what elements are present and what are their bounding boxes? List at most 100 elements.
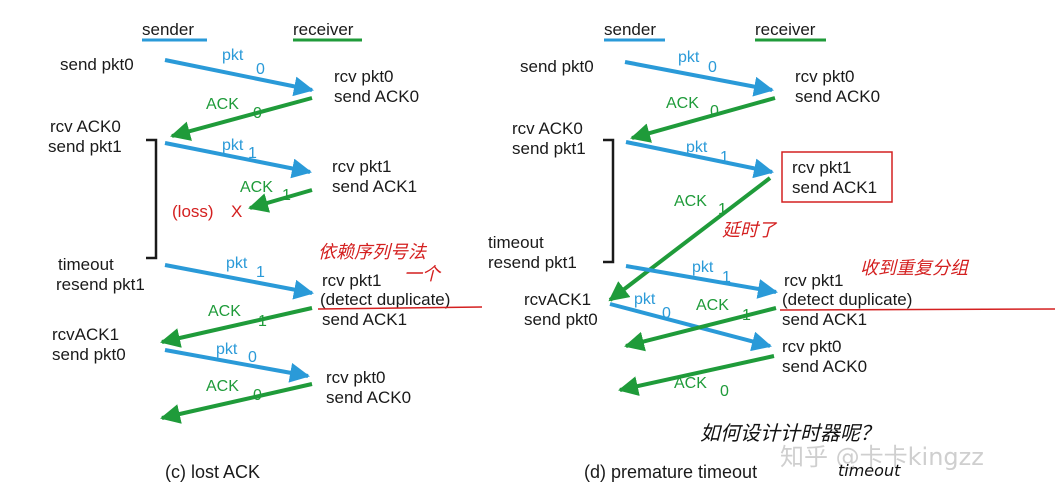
pkt0-second-label-right: pkt — [634, 291, 656, 308]
rcv-ack0-label: rcv ACK0 — [50, 117, 121, 136]
send-ack1-label: send ACK1 — [332, 177, 417, 196]
resend-pkt1-sub: 1 — [256, 264, 265, 281]
resend-pkt1-arrow — [164, 263, 314, 300]
pkt1-sub-right: 1 — [720, 149, 729, 166]
send-ack0-label-right: send ACK0 — [795, 87, 880, 106]
ack1-label: ACK — [240, 179, 273, 196]
pkt0-second-sub: 0 — [248, 349, 257, 366]
loss-label: (loss) — [172, 202, 214, 221]
rcv-pkt0-label: rcv pkt0 — [334, 67, 394, 86]
timer-bracket-right — [603, 138, 615, 264]
pkt0-sub-right: 0 — [708, 59, 717, 76]
ack1-lost-arrow — [248, 188, 313, 213]
duplicate-underline — [317, 306, 483, 310]
handwritten-question: 如何设计计时器呢？ — [700, 421, 880, 445]
panel-lost-ack: sender receiver send pkt0 rcv ACK0 send … — [48, 20, 483, 482]
ack0-second-sub: 0 — [253, 387, 262, 404]
rcv-ack1-label-right: rcvACK1 — [524, 290, 591, 309]
send-pkt0-again-label: send pkt0 — [52, 345, 126, 364]
resend-pkt1-label-right: pkt — [692, 259, 714, 276]
ack0-second-label-right: ACK — [674, 375, 707, 392]
ack1-sub: 1 — [282, 187, 291, 204]
pkt1-arrow-right — [625, 140, 774, 179]
ack0-second-label: ACK — [206, 378, 239, 395]
timeout-label: timeout — [58, 255, 114, 274]
ack0-second-sub-right: 0 — [720, 383, 729, 400]
ack0-label-right: ACK — [666, 95, 699, 112]
handwritten-timeout: timeout — [838, 461, 901, 480]
rcv-pkt1-again-label: rcv pkt1 — [322, 271, 382, 290]
send-pkt0-label-right-2: send pkt0 — [524, 310, 598, 329]
highlight-box — [781, 151, 893, 203]
rcv-pkt1-label: rcv pkt1 — [332, 157, 392, 176]
pkt0-second-arrow — [164, 348, 310, 383]
pkt0-arrow-right-2 — [609, 302, 772, 352]
receiver-header-right: receiver — [755, 20, 816, 39]
ack0-sub: 0 — [253, 105, 262, 122]
watermark: 知乎 @卡卡kingzz — [780, 443, 984, 471]
ack0-arrow-right — [630, 96, 776, 143]
send-ack1-again-label: send ACK1 — [322, 310, 407, 329]
pkt0-second-sub-right: 0 — [662, 305, 671, 322]
ack0-arrow — [170, 96, 313, 141]
detect-duplicate-label-right: (detect duplicate) — [782, 290, 912, 309]
resend-pkt1-arrow-right — [625, 264, 778, 299]
send-pkt1-label: send pkt1 — [48, 137, 122, 156]
delayed-ack1-label: ACK — [674, 193, 707, 210]
send-pkt0-label: send pkt0 — [60, 55, 134, 74]
ack1-second-label-right: ACK — [696, 297, 729, 314]
rcv-pkt1-again-label-right: rcv pkt1 — [784, 271, 844, 290]
send-ack0-label: send ACK0 — [334, 87, 419, 106]
timeout-label-right: timeout — [488, 233, 544, 252]
resend-pkt1-sub-right: 1 — [722, 269, 731, 286]
timer-bracket — [146, 138, 158, 260]
receiver-header: receiver — [293, 20, 354, 39]
ack0-second-arrow — [160, 382, 313, 424]
delayed-ack1-sub: 1 — [718, 201, 727, 218]
send-pkt0-label-right: send pkt0 — [520, 57, 594, 76]
rcv-pkt1-label-right: rcv pkt1 — [792, 158, 852, 177]
ack1-arrow — [160, 306, 313, 348]
pkt0-arrow — [164, 58, 314, 97]
ack0-sub-right: 0 — [710, 103, 719, 120]
send-ack0-again-label-right: send ACK0 — [782, 357, 867, 376]
send-ack1-label-right: send ACK1 — [792, 178, 877, 197]
sender-header: sender — [142, 20, 194, 39]
rcv-pkt0-again-label: rcv pkt0 — [326, 368, 386, 387]
send-pkt1-label-right: send pkt1 — [512, 139, 586, 158]
resend-pkt1-label-right: resend pkt1 — [488, 253, 577, 272]
delayed-ack1-arrow — [608, 176, 772, 302]
send-ack0-again-label: send ACK0 — [326, 388, 411, 407]
pkt0-sub: 0 — [256, 61, 265, 78]
caption-lost-ack: (c) lost ACK — [165, 462, 260, 482]
rcv-pkt0-label-right: rcv pkt0 — [795, 67, 855, 86]
duplicate-underline-right — [779, 308, 1056, 311]
ack0-label: ACK — [206, 96, 239, 113]
rcv-pkt0-again-label-right: rcv pkt0 — [782, 337, 842, 356]
resend-pkt1-label: resend pkt1 — [56, 275, 145, 294]
caption-premature-timeout: (d) premature timeout — [584, 462, 757, 482]
detect-duplicate-label: (detect duplicate) — [320, 290, 450, 309]
pkt1-label-right: pkt — [686, 139, 708, 156]
ack1-second-sub: 1 — [258, 313, 267, 330]
resend-pkt1-label: pkt — [226, 255, 248, 272]
send-ack1-again-label-right: send ACK1 — [782, 310, 867, 329]
ack1-second-sub-right: 1 — [742, 307, 751, 324]
loss-x-mark: X — [231, 202, 242, 221]
ack1-arrow-right — [624, 306, 777, 352]
handwritten-note-seq: 依赖序列号法 — [318, 242, 428, 263]
handwritten-delay-note: 延时了 — [722, 220, 778, 241]
pkt0-label: pkt — [222, 47, 244, 64]
ack0-arrow-right-2 — [618, 354, 775, 396]
panel-premature-timeout: sender receiver send pkt0 rcv ACK0 send … — [488, 20, 1056, 482]
sender-header-right: sender — [604, 20, 656, 39]
rcv-ack1-label: rcvACK1 — [52, 325, 119, 344]
pkt1-arrow — [164, 141, 312, 179]
rcv-ack0-label-right: rcv ACK0 — [512, 119, 583, 138]
pkt0-arrow-right — [624, 60, 774, 97]
pkt0-second-label: pkt — [216, 341, 238, 358]
ack1-second-label: ACK — [208, 303, 241, 320]
pkt1-label: pkt — [222, 137, 244, 154]
